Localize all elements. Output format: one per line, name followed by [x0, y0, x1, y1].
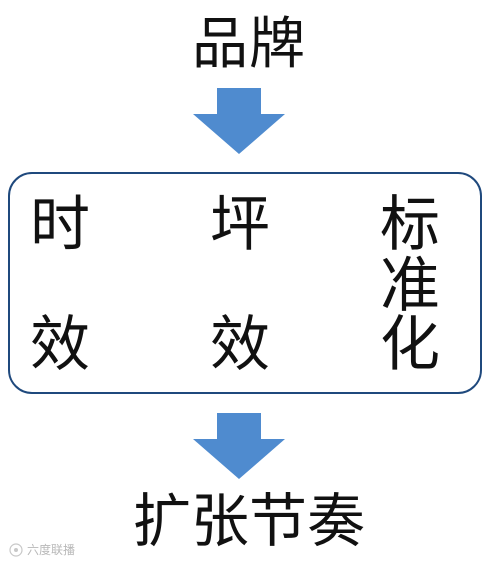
metrics-panel: [8, 172, 482, 394]
watermark-text: 六度联播: [27, 543, 76, 557]
panel-char: 效: [210, 310, 270, 380]
panel-char: 标: [380, 190, 440, 260]
arrow-down-icon: [193, 88, 285, 154]
weibo-like-icon: [9, 543, 23, 557]
watermark: 六度联播: [8, 541, 75, 559]
arrow-down-icon: [193, 413, 285, 479]
panel-char: 效: [30, 310, 90, 380]
top-title: 品牌: [192, 12, 306, 77]
panel-char: 准: [380, 251, 440, 321]
panel-char: 时: [30, 190, 90, 260]
panel-char: 化: [380, 310, 440, 380]
bottom-title: 扩张节奏: [132, 487, 365, 555]
panel-char: 坪: [210, 190, 270, 260]
